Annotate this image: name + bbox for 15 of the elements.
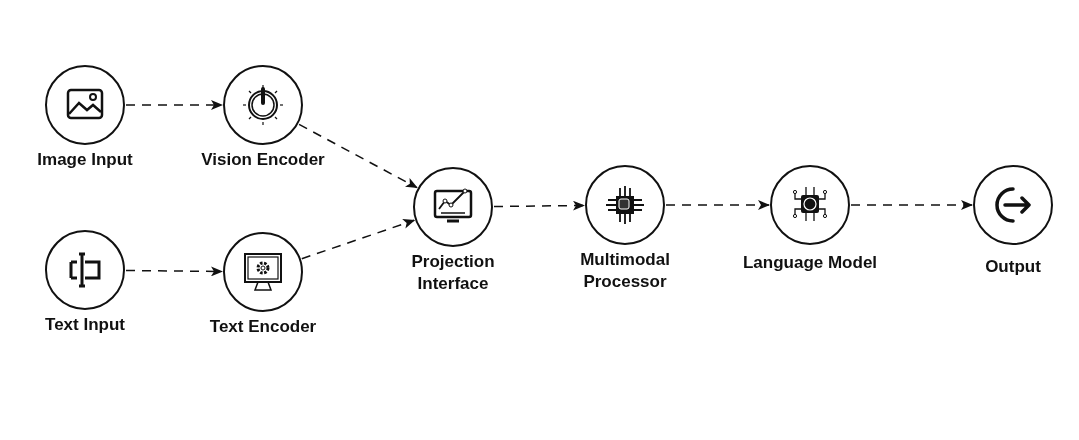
arrow <box>125 100 223 110</box>
node-label: Text Encoder <box>209 316 317 338</box>
arrow <box>850 200 973 210</box>
node-label: Image Input <box>37 149 133 171</box>
arrow <box>125 266 223 277</box>
node-label: Vision Encoder <box>201 149 325 171</box>
arrow <box>301 219 416 260</box>
node-label: Projection Interface <box>410 251 496 295</box>
node-label: Text Input <box>45 314 125 336</box>
node-label: Multimodal Processor <box>579 249 671 293</box>
node-label: Output <box>985 256 1041 278</box>
arrow <box>493 200 585 211</box>
arrow <box>298 123 418 189</box>
arrow <box>665 200 770 210</box>
node-label: Language Model <box>742 252 878 274</box>
